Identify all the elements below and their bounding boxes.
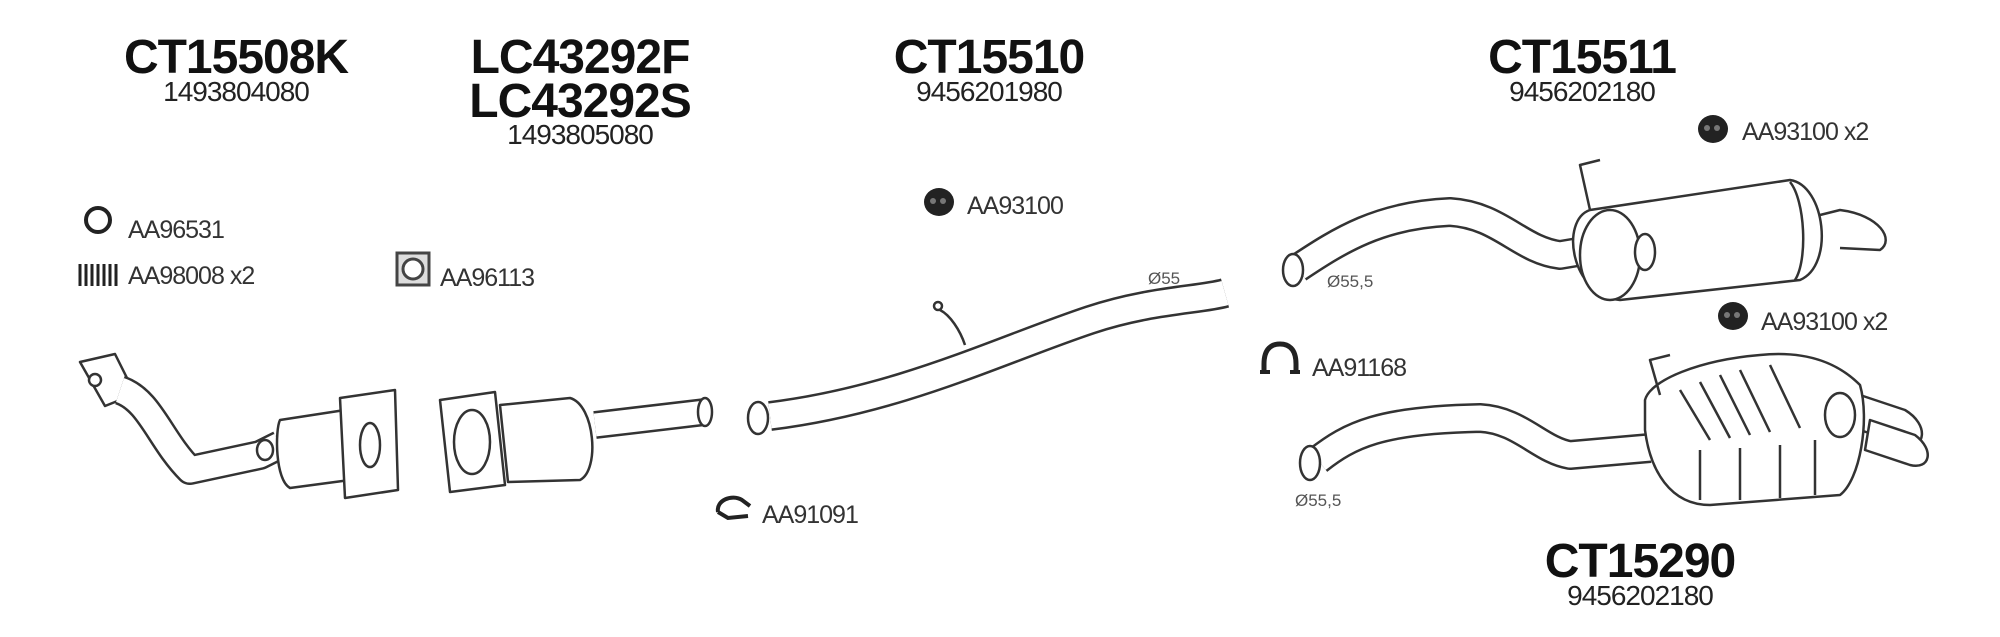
- pipe-diameter-label: Ø55,5: [1295, 491, 1342, 510]
- part-code-lc43292f: LC43292F: [470, 31, 691, 84]
- part-code-ct15508k: CT15508K: [123, 31, 349, 84]
- part-oem-number: 9456202180: [1509, 76, 1656, 107]
- part-code-lc43292s: LC43292S: [469, 75, 691, 128]
- part-oem-number: 9456202180: [1567, 580, 1714, 611]
- catalytic-converter-drawing: [78, 352, 400, 500]
- spring-icon: [78, 264, 118, 286]
- part-oem-number: 1493804080: [163, 76, 310, 107]
- clamp-icon: [1260, 341, 1300, 374]
- rubber-hanger-icon: [1718, 302, 1748, 330]
- ring-gasket-icon: [84, 206, 112, 234]
- part-code-ct15510: CT15510: [893, 31, 1085, 84]
- accessory-hanger: AA93100 x2: [1742, 118, 1869, 146]
- intermediate-pipe-drawing: [746, 278, 1230, 436]
- part-code-ct15290: CT15290: [1544, 535, 1736, 588]
- pipe-diameter-label: Ø55: [1148, 269, 1181, 288]
- part-oem-number: 1493805080: [507, 119, 654, 150]
- accessory-clamp: AA91091: [762, 501, 859, 529]
- rubber-hanger-icon: [924, 188, 954, 216]
- part-code-ct15511: CT15511: [1488, 31, 1677, 84]
- rear-silencer-drawing: [1281, 158, 1887, 302]
- accessory-ring: AA96531: [128, 216, 225, 244]
- accessory-gasket: AA96113: [440, 264, 535, 292]
- flange-gasket-icon: [395, 251, 431, 287]
- accessory-hanger: AA93100: [967, 192, 1064, 220]
- accessory-spring: AA98008 x2: [128, 262, 255, 290]
- rear-silencer-drawing: [1298, 352, 1929, 507]
- pipe-diameter-label: Ø55,5: [1327, 272, 1374, 291]
- accessory-hanger: AA93100 x2: [1761, 308, 1888, 336]
- particulate-filter-drawing: [438, 390, 714, 494]
- clamp-icon: [715, 495, 752, 521]
- part-oem-number: 9456201980: [916, 76, 1063, 107]
- rubber-hanger-icon: [1698, 115, 1728, 143]
- accessory-clamp: AA91168: [1312, 354, 1407, 382]
